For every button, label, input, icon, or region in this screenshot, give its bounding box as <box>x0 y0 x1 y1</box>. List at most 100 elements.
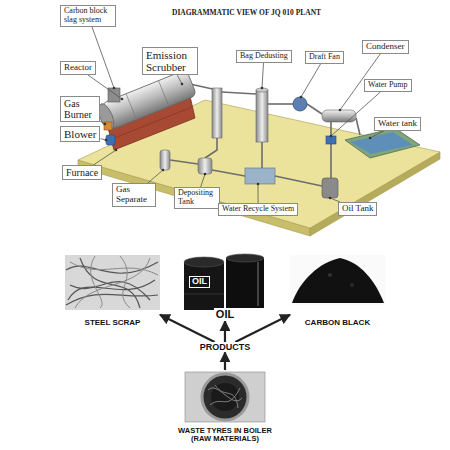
product-panel: STEEL SCRAP <box>65 255 160 327</box>
part-label: Bag Dedusting <box>236 50 292 63</box>
raw-material-panel: WASTE TYRES IN BOILER (RAW MATERIALS) <box>172 370 278 444</box>
leader-dot <box>105 139 108 142</box>
waste-tyres-photo <box>208 388 242 401</box>
pipes <box>170 160 198 164</box>
part-label: Condenser <box>362 40 409 54</box>
diagram-title: DIAGRAMMATIC VIEW OF JQ 010 PLANT <box>172 8 321 17</box>
part-name: Emission Scrubber <box>146 49 194 73</box>
waste-tyres-photo <box>215 385 238 408</box>
waste-tyres-photo <box>185 372 265 422</box>
leader-line <box>201 174 205 187</box>
oil-barrels <box>257 262 259 306</box>
part-label: Gas Burner <box>60 96 100 122</box>
steel-scrap-photo <box>75 258 150 308</box>
pipes <box>307 104 322 114</box>
leader-line <box>370 131 384 138</box>
caption-text: STEEL SCRAP <box>83 318 143 327</box>
reactor <box>159 81 169 107</box>
oil-barrels <box>184 294 224 295</box>
carbon-black-photo <box>350 283 354 287</box>
waste-tyres-photo <box>202 374 248 420</box>
waste-tyres-photo <box>211 383 239 411</box>
reactor <box>126 94 136 120</box>
carbon-black-photo <box>292 258 384 303</box>
waste-tyres-photo <box>185 372 265 422</box>
pipes <box>330 122 332 136</box>
caption-text: PRODUCTS <box>198 342 253 352</box>
blower <box>106 135 115 145</box>
leader-dot <box>300 96 303 99</box>
carbon-black-photo <box>328 273 332 277</box>
flow-arrow <box>160 315 215 342</box>
leader-line <box>301 64 321 97</box>
caption-text: WASTE TYRES IN BOILER (RAW MATERIALS) <box>172 427 278 444</box>
flow-arrow <box>224 321 226 342</box>
steel-scrap-photo <box>65 255 160 310</box>
leader-dot <box>257 183 260 186</box>
towers <box>212 88 268 142</box>
steel-scrap-photo <box>66 258 158 308</box>
caption-text: OIL <box>214 308 236 321</box>
gas-separator <box>160 150 170 170</box>
pipes <box>205 138 217 158</box>
caption-text: CARBON BLACK <box>303 318 372 327</box>
reactor <box>101 69 197 129</box>
leader-dot <box>113 87 116 90</box>
part-name: Blower <box>64 128 96 140</box>
draft-fan <box>293 97 307 111</box>
part-label: Water Pump <box>364 79 412 92</box>
barrel-marking: OIL <box>189 276 210 288</box>
part-label: Reactor <box>60 61 96 75</box>
pipes <box>222 92 256 94</box>
part-name: Bag Dedusting <box>240 52 288 61</box>
pipes <box>356 118 360 135</box>
leader-dot <box>339 109 342 112</box>
oil-tank <box>322 178 338 198</box>
part-name: Depositing Tank <box>178 189 216 207</box>
draft-fan <box>293 97 307 111</box>
water-recycle <box>245 168 275 184</box>
leader-lines <box>88 27 384 203</box>
pipes <box>275 176 322 186</box>
steel-scrap-photo <box>66 294 158 305</box>
leader-dot <box>181 83 184 86</box>
part-name: Reactor <box>64 63 92 73</box>
waste-tyres-photo <box>210 388 240 405</box>
waste-tyres-photo <box>208 385 242 408</box>
products-heading: PRODUCTS <box>198 342 253 352</box>
water-tank <box>350 132 413 154</box>
water-recycle <box>245 168 275 184</box>
blower <box>106 135 115 145</box>
leader-line <box>148 170 163 183</box>
leader-dot <box>329 197 332 200</box>
water-tank <box>345 128 420 158</box>
part-name: Carbon block slag system <box>64 7 112 25</box>
part-label: Oil Tank <box>338 202 377 216</box>
leader-dot <box>330 135 333 138</box>
product-panel: CARBON BLACK <box>290 255 385 327</box>
gas-burner <box>104 122 112 130</box>
part-label: Blower <box>60 126 100 142</box>
towers <box>256 90 268 142</box>
leader-dot <box>104 123 107 126</box>
oil-barrels <box>226 258 264 308</box>
part-name: Furnace <box>66 167 98 178</box>
oil-tank <box>322 178 338 198</box>
part-label: Furnace <box>62 165 102 180</box>
condenser <box>322 110 356 122</box>
leader-dot <box>115 149 118 152</box>
pipes <box>170 84 360 186</box>
part-name: Condenser <box>366 42 405 52</box>
carbon-black-photo <box>290 255 385 305</box>
oil-barrels <box>184 262 224 310</box>
steel-scrap-photo <box>66 262 158 273</box>
carbon-black-photo <box>290 255 385 305</box>
depositing-tank <box>198 158 212 174</box>
part-label: Water Recycle System <box>218 203 298 216</box>
leader-dot <box>261 87 264 90</box>
part-name: Water tank <box>378 119 417 129</box>
steel-scrap-photo <box>91 256 102 308</box>
part-name: Water Recycle System <box>222 205 294 214</box>
pipes <box>330 144 332 178</box>
leader-line <box>262 63 264 88</box>
